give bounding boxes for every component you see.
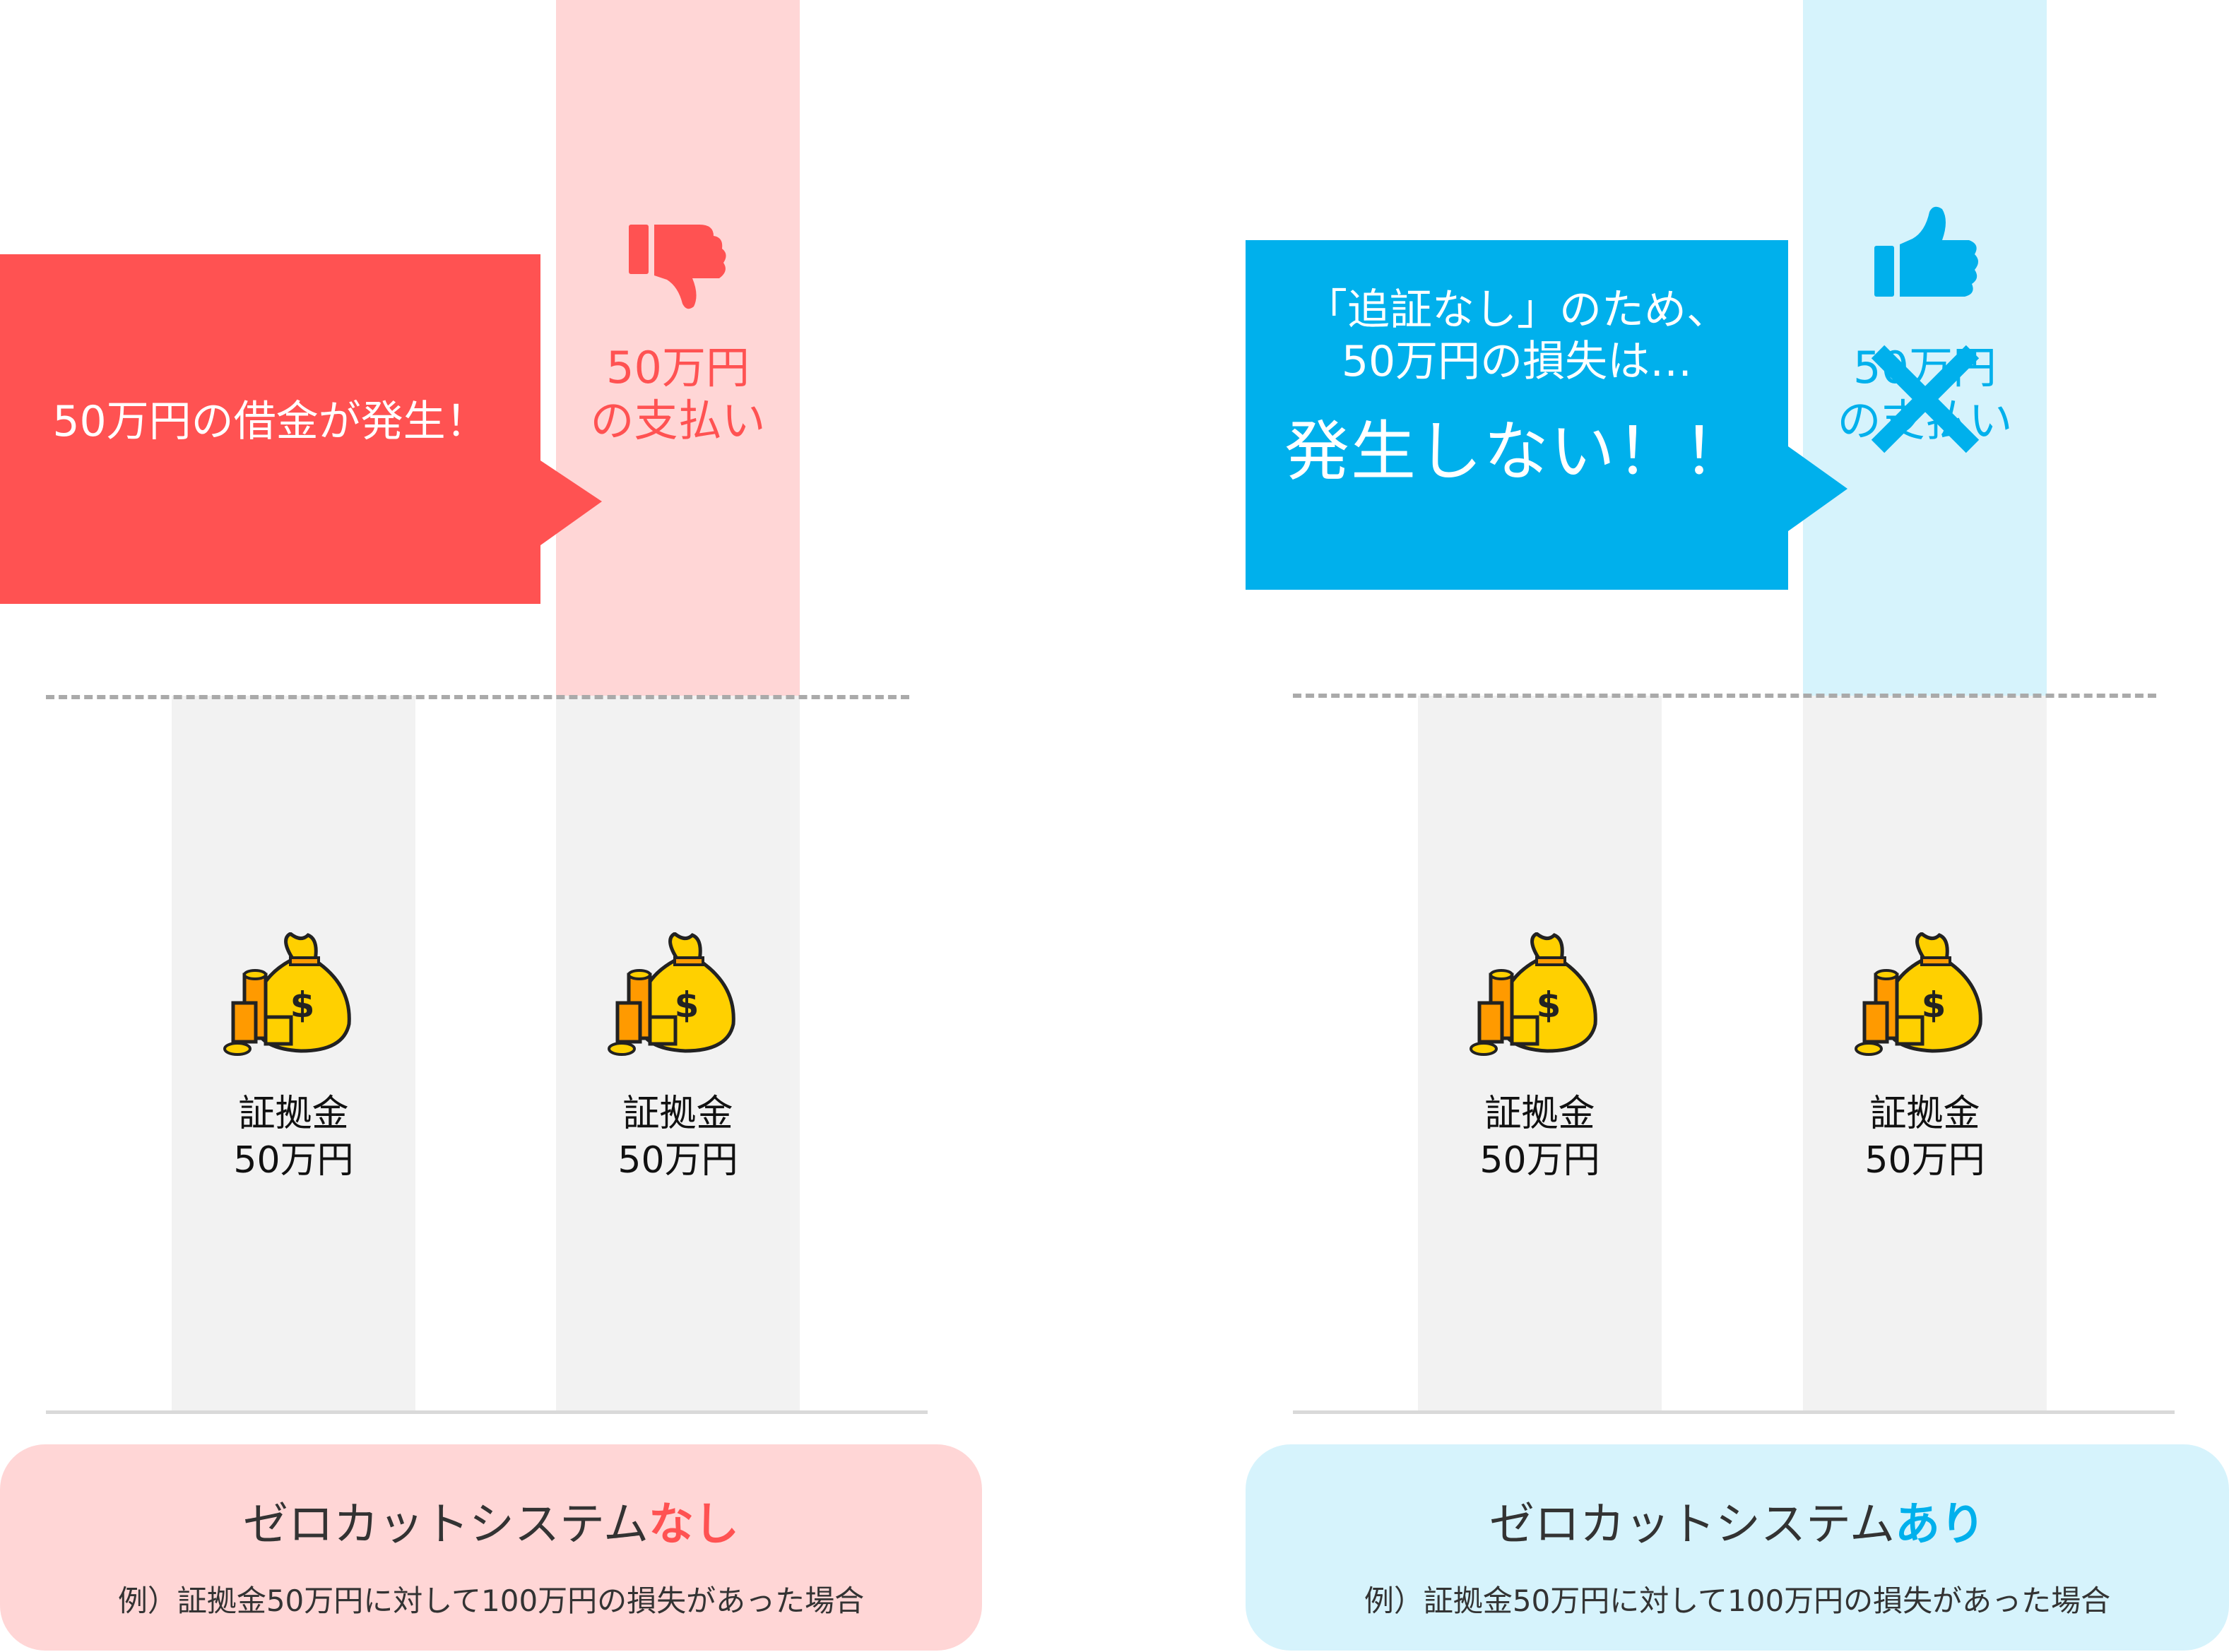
left-collateral-column-1 [172, 696, 415, 1413]
right-bag-2-amount: 50万円 [1864, 1139, 1985, 1182]
right-payment-column [1803, 0, 2047, 696]
right-panel-subtitle: 例）証拠金50万円に対して100万円の損失があった場合 [1364, 1583, 2111, 1618]
right-callout-line-2: 50万円の損失は… [1341, 337, 1693, 386]
svg-text:$: $ [1536, 985, 1561, 1026]
right-callout-text: 「追証なし」のため、 50万円の損失は… 発生しない！！ [1246, 286, 1788, 489]
right-payment-label: 50万円 の支払い [1803, 343, 2047, 446]
left-bag-2-title: 証拠金 [622, 1093, 733, 1135]
right-baseline [1293, 1410, 2175, 1414]
right-panel-title: ゼロカットシステムあり [1246, 1488, 2229, 1553]
left-callout-shape [0, 254, 602, 604]
left-bag-1: $ 証拠金 50万円 [172, 932, 415, 1182]
right-callout-shape [1246, 240, 1847, 590]
left-payment-column [556, 0, 800, 696]
thumbs-up-icon [1874, 206, 1978, 297]
left-bag-2: $ 証拠金 50万円 [556, 932, 800, 1182]
right-payment-amount: 50万円 [1853, 342, 1997, 393]
left-panel-title-prefix: ゼロカットシステム [242, 1499, 649, 1551]
left-payment-desc: の支払い [590, 395, 766, 447]
right-bag-1-label: 証拠金 50万円 [1418, 1093, 1662, 1182]
left-panel-subtitle: 例）証拠金50万円に対して100万円の損失があった場合 [117, 1583, 865, 1618]
right-bag-1-amount: 50万円 [1479, 1139, 1600, 1182]
right-bag-2-title: 証拠金 [1869, 1093, 1980, 1135]
svg-text:$: $ [290, 985, 314, 1026]
left-payment-label: 50万円 の支払い [556, 343, 800, 446]
money-bag-icon: $ [223, 932, 351, 1056]
svg-text:$: $ [1921, 985, 1946, 1026]
left-callout-text: 50万円の借金が発生！ [52, 397, 488, 446]
left-panel-title: ゼロカットシステムなし [0, 1488, 982, 1553]
right-bag-2-label: 証拠金 50万円 [1803, 1093, 2047, 1182]
left-payment-amount: 50万円 [606, 342, 750, 393]
money-bag-icon: $ [1854, 932, 1982, 1056]
cross-icon [1871, 345, 1980, 453]
right-collateral-column-2 [1803, 696, 2047, 1413]
left-bag-2-label: 証拠金 50万円 [556, 1093, 800, 1182]
right-collateral-column-1 [1418, 696, 1662, 1413]
left-margin-dashed-line [46, 695, 909, 699]
right-margin-dashed-line [1293, 694, 2156, 698]
right-bag-1: $ 証拠金 50万円 [1418, 932, 1662, 1182]
right-callout-emphasis: 発生しない！！ [1284, 414, 1749, 489]
right-callout-line-1: 「追証なし」のため、 [1305, 285, 1729, 335]
left-bag-1-title: 証拠金 [238, 1093, 349, 1135]
thumbs-down-icon [629, 225, 726, 309]
svg-text:$: $ [674, 985, 699, 1026]
left-baseline [46, 1410, 928, 1414]
money-bag-icon: $ [1469, 932, 1597, 1056]
right-bag-1-title: 証拠金 [1484, 1093, 1595, 1135]
left-bag-1-label: 証拠金 50万円 [172, 1093, 415, 1182]
right-panel-title-prefix: ゼロカットシステム [1489, 1499, 1896, 1551]
left-bag-2-amount: 50万円 [617, 1139, 738, 1182]
right-summary-panel: ゼロカットシステムあり 例）証拠金50万円に対して100万円の損失があった場合 [1246, 1444, 2229, 1651]
left-bag-1-amount: 50万円 [233, 1139, 354, 1182]
left-collateral-column-2 [556, 696, 800, 1413]
right-bag-2: $ 証拠金 50万円 [1803, 932, 2047, 1182]
left-summary-panel: ゼロカットシステムなし 例）証拠金50万円に対して100万円の損失があった場合 [0, 1444, 982, 1651]
left-panel-title-emphasis: なし [649, 1499, 740, 1551]
money-bag-icon: $ [607, 932, 735, 1056]
right-panel-title-emphasis: あり [1895, 1499, 1986, 1551]
